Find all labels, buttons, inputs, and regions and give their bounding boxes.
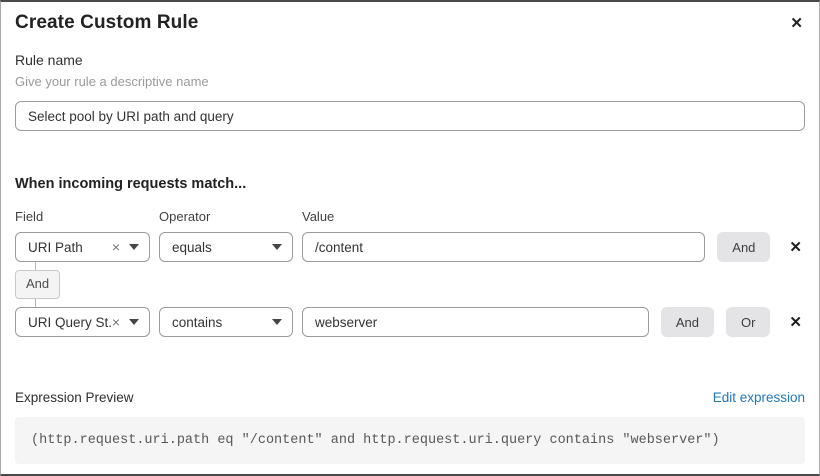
edit-expression-link[interactable]: Edit expression	[712, 390, 805, 405]
operator-column-label: Operator	[159, 209, 211, 224]
operator-select[interactable]: equals	[159, 232, 293, 262]
expression-preview-section: Expression Preview Edit expression (http…	[15, 390, 805, 464]
chevron-down-icon	[272, 244, 282, 250]
condition-row: URI Query St... × contains And Or ✕	[15, 307, 805, 337]
chevron-down-icon	[272, 319, 282, 325]
column-labels: Field Operator Value	[15, 209, 805, 224]
remove-condition-icon[interactable]: ✕	[786, 313, 805, 332]
page-title: Create Custom Rule	[15, 12, 199, 33]
expression-code: (http.request.uri.path eq "/content" and…	[15, 417, 805, 464]
value-input[interactable]	[302, 232, 706, 262]
condition-row: URI Path × equals And ✕	[15, 232, 805, 262]
field-select-value: URI Path	[28, 239, 83, 255]
value-column-label: Value	[302, 209, 335, 224]
dialog-header: Create Custom Rule ✕	[15, 12, 805, 35]
operator-select-value: equals	[172, 239, 212, 255]
rule-name-label: Rule name	[15, 52, 83, 68]
remove-condition-icon[interactable]: ✕	[786, 238, 805, 257]
clear-field-icon[interactable]: ×	[111, 239, 120, 255]
add-or-condition-button[interactable]: Or	[725, 307, 771, 337]
field-select-value: URI Query St...	[28, 314, 112, 330]
field-select[interactable]: URI Path ×	[15, 232, 150, 262]
field-select[interactable]: URI Query St... ×	[15, 307, 150, 337]
match-heading: When incoming requests match...	[15, 176, 247, 192]
field-column-label: Field	[15, 209, 44, 224]
condition-connector: And	[15, 262, 805, 307]
rule-name-input[interactable]	[15, 101, 805, 131]
and-connector-badge: And	[15, 270, 61, 299]
add-and-condition-button[interactable]: And	[717, 232, 771, 262]
rule-name-helper: Give your rule a descriptive name	[15, 74, 209, 89]
operator-select[interactable]: contains	[159, 307, 293, 337]
match-section: When incoming requests match... Field Op…	[15, 176, 805, 337]
operator-select-value: contains	[172, 314, 223, 330]
expression-preview-label: Expression Preview	[15, 390, 134, 405]
chevron-down-icon	[129, 244, 139, 250]
add-and-condition-button[interactable]: And	[660, 307, 714, 337]
rule-name-section: Rule name Give your rule a descriptive n…	[15, 52, 805, 131]
close-icon[interactable]: ✕	[788, 12, 805, 35]
chevron-down-icon	[129, 319, 139, 325]
clear-field-icon[interactable]: ×	[111, 314, 120, 330]
value-input[interactable]	[302, 307, 649, 337]
expression-header: Expression Preview Edit expression	[15, 390, 805, 405]
